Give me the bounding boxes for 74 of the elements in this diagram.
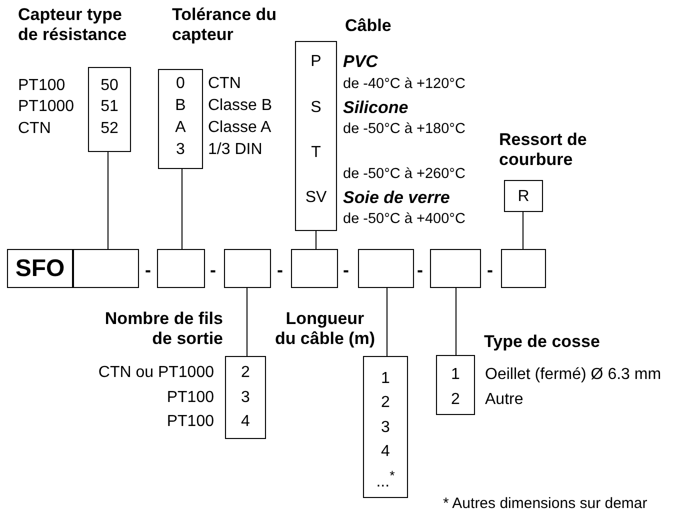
option-description: CTN ou PT1000 [98, 364, 214, 382]
separator-dash: - [417, 260, 423, 280]
footnote: * Autres dimensions sur demar [443, 494, 648, 514]
option-code-box [504, 180, 543, 212]
option-description: PT100 [166, 413, 214, 431]
option-code: S [310, 99, 322, 117]
option-code: 4 [380, 443, 391, 461]
separator-dash: - [277, 260, 283, 280]
option-code: B [174, 97, 187, 115]
option-description: de -50°C à +180°C [343, 120, 466, 138]
option-code: SV [304, 189, 328, 207]
code-prefix-box [7, 249, 73, 288]
separator-dash: - [210, 260, 216, 280]
option-code: 2 [240, 364, 251, 382]
option-code-box [363, 356, 408, 498]
option-heading: Silicone [343, 99, 408, 117]
separator-dash: - [487, 260, 493, 280]
option-description: CTN [18, 120, 51, 138]
option-heading: Soie de verre [343, 189, 450, 207]
option-description: Autre [485, 391, 524, 409]
field-heading: Ressort de courbure [499, 130, 588, 170]
separator-dash: - [145, 260, 151, 280]
field-heading: Longueur du câble (m) [274, 309, 376, 349]
option-description: de -50°C à +400°C [343, 210, 466, 228]
option-description: PT100 [166, 389, 214, 407]
option-heading: PVC [343, 53, 378, 71]
connector-line [522, 212, 524, 250]
code-field-box [358, 249, 414, 288]
option-code: 1 [380, 370, 391, 388]
option-code: 3 [240, 389, 251, 407]
option-code-box [158, 69, 203, 169]
option-code: 50 [100, 77, 120, 95]
option-description: 1/3 DIN [208, 141, 262, 159]
option-description: Oeillet (fermé) Ø 6.3 mm [485, 366, 662, 384]
option-code: 52 [100, 120, 120, 138]
separator-dash: - [343, 260, 349, 280]
option-code: 2 [450, 391, 461, 409]
option-code: 3 [175, 141, 186, 159]
option-code: 2 [380, 394, 391, 412]
option-code: T [310, 144, 322, 162]
option-code: ...$^{*}$ [375, 467, 396, 492]
option-code: 3 [380, 419, 391, 437]
option-code: 51 [100, 98, 120, 116]
option-description: de -50°C à +260°C [343, 165, 466, 183]
code-field-box [157, 249, 205, 288]
code-field-box [430, 249, 481, 288]
option-code-box [295, 41, 337, 231]
option-code: 0 [175, 75, 186, 93]
option-code: R [516, 188, 530, 206]
option-code: 4 [240, 413, 251, 431]
option-code: 1 [450, 366, 461, 384]
option-description: Classe B [208, 97, 272, 115]
option-code-box [88, 67, 131, 152]
code-field-box [224, 249, 271, 288]
code-field-box [73, 249, 139, 288]
field-heading: Type de cosse [484, 332, 601, 352]
option-description: Classe A [208, 119, 272, 137]
option-description: PT1000 [18, 98, 74, 116]
field-heading: Capteur type de résistance [18, 5, 128, 45]
connector-line [246, 288, 248, 356]
field-heading: Nombre de fils de sortie [104, 309, 223, 349]
field-heading: Tolérance du capteur [172, 5, 278, 45]
field-heading: Câble [345, 16, 392, 36]
code-field-box [501, 249, 546, 288]
code-field-box [291, 249, 338, 288]
option-code-box [225, 356, 266, 439]
option-description: CTN [208, 75, 241, 93]
connector-line [386, 288, 388, 356]
option-description: PT100 [18, 77, 66, 95]
product-code: SFO [14, 255, 66, 283]
option-code-box [436, 355, 475, 415]
option-description: de -40°C à +120°C [343, 75, 466, 93]
option-code: A [174, 119, 187, 137]
option-code: P [310, 53, 322, 71]
